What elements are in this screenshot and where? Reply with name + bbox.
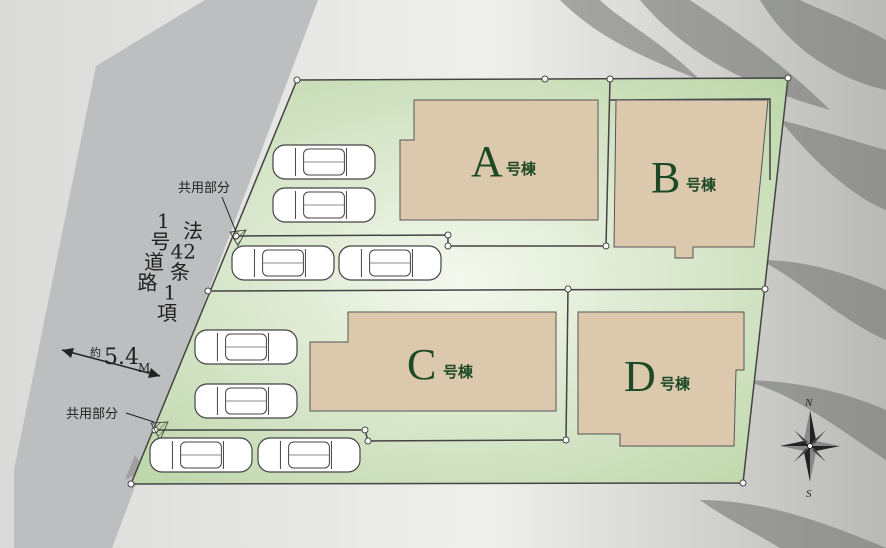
- car-icon: [194, 383, 298, 419]
- shared-area-label-top-group: 共用部分: [178, 181, 237, 233]
- road-text-char: 42: [171, 240, 196, 264]
- road-text-char: 項: [157, 301, 177, 325]
- shared-area-label-top: 共用部分: [178, 181, 230, 196]
- road-text-char: 道: [144, 250, 164, 274]
- compass-south-label: S: [806, 488, 812, 500]
- building-a-letter: A: [471, 137, 503, 186]
- car-icon: [194, 329, 298, 365]
- road-text-char: 1: [157, 209, 170, 233]
- building-b-letter: B: [651, 153, 680, 202]
- building-d: [577, 311, 745, 447]
- building-a-suffix: 号棟: [506, 160, 537, 178]
- shared-area-hatch-top: [229, 229, 247, 247]
- road-text-char: 法: [183, 219, 203, 243]
- palm-shadow-decoration: [560, 0, 886, 548]
- building-a: [399, 99, 599, 221]
- shared-area-label-bottom-group: 共用部分: [66, 407, 155, 423]
- car-icon: [272, 187, 376, 223]
- lot-corner-markers: [127, 74, 792, 488]
- car-icon: [231, 245, 335, 281]
- building-b: [613, 99, 769, 259]
- road-text-char: 条: [170, 260, 190, 284]
- road-text-char: 1: [164, 281, 177, 305]
- building-c-letter: C: [407, 340, 436, 389]
- compass-icon: N S: [780, 397, 840, 500]
- road-shadow: [125, 455, 145, 480]
- shared-area-label-bottom: 共用部分: [66, 407, 118, 422]
- building-b-suffix: 号棟: [686, 176, 717, 194]
- road: [14, 0, 318, 548]
- car-icon: [338, 245, 442, 281]
- building-d-letter: D: [624, 352, 656, 401]
- road-text-char: 号: [151, 230, 171, 254]
- car-icon: [149, 437, 253, 473]
- car-icon: [257, 437, 361, 473]
- road-width-dimension: 約 5.4 M: [61, 345, 161, 378]
- car-icon: [272, 144, 376, 180]
- building-c-suffix: 号棟: [443, 363, 474, 381]
- parking-cars: [149, 144, 442, 473]
- road-text-char: 路: [138, 271, 158, 295]
- building-c: [309, 311, 557, 412]
- shared-area-hatch-bottom: [150, 421, 169, 441]
- building-d-suffix: 号棟: [660, 375, 691, 393]
- road-width-unit: M: [138, 361, 150, 375]
- compass-north-label: N: [804, 397, 813, 409]
- road-width-prefix: 約: [90, 345, 101, 359]
- road-width-value: 5.4: [104, 345, 139, 370]
